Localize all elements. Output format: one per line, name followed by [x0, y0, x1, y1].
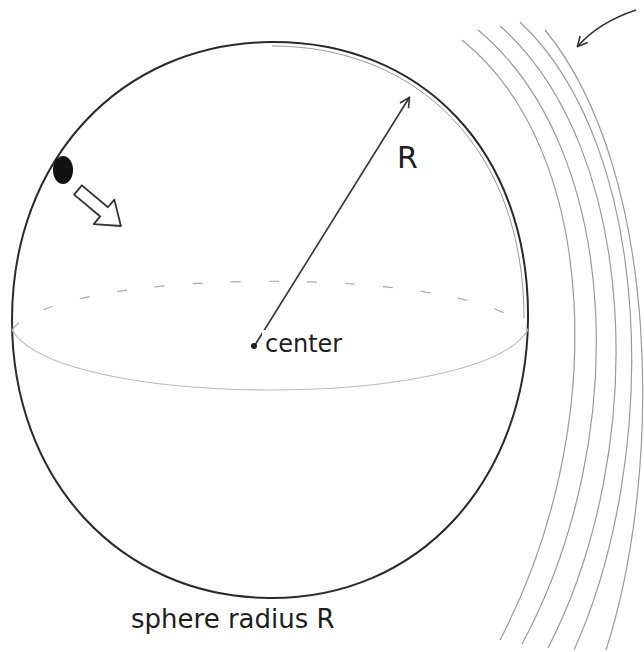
center-dot	[251, 343, 257, 349]
wavefronts	[462, 22, 643, 650]
radius-label: R	[394, 140, 421, 175]
hollow-arrow	[68, 178, 131, 239]
radius-arrow	[255, 98, 409, 345]
surface-point	[53, 156, 73, 184]
incoming-arrow	[578, 10, 636, 46]
sketch-stroke	[272, 46, 524, 318]
equator-front	[12, 330, 528, 390]
caption-label: sphere radius R	[128, 604, 338, 635]
sphere-outline	[12, 42, 528, 598]
equator-back	[12, 281, 528, 330]
center-label: center	[262, 330, 345, 358]
